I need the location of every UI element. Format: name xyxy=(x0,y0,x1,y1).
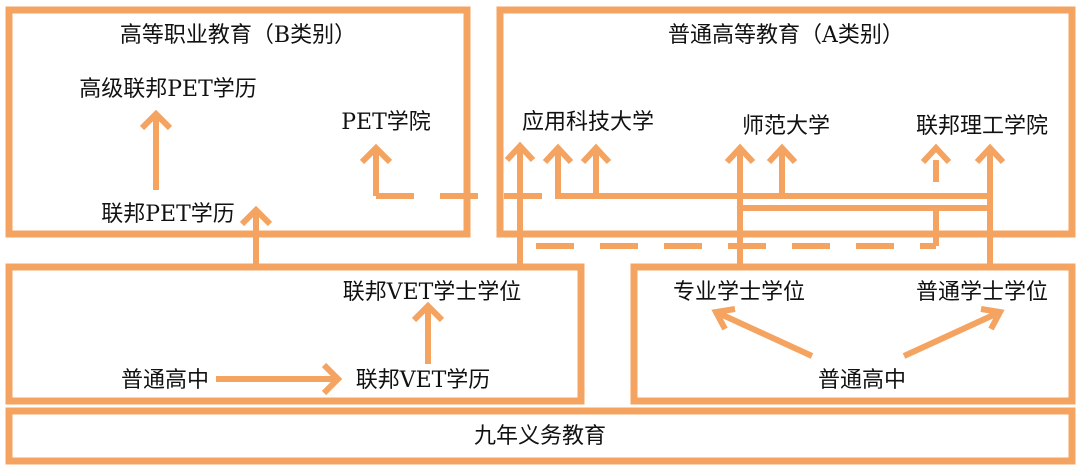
label-federal-vet-bachelor: 联邦VET学士学位 xyxy=(343,280,522,305)
label-federal-polytechnic: 联邦理工学院 xyxy=(916,114,1048,139)
route-general-bachelor-to-applied-tech xyxy=(542,143,990,199)
box-compulsory xyxy=(5,407,1076,465)
arrow-pet-diploma-to-advanced xyxy=(139,109,173,190)
route-general-bachelor-to-normal-university xyxy=(742,143,990,211)
label-high-school-right: 普通高中 xyxy=(818,368,906,393)
arrow-high-school-to-vet-diploma xyxy=(216,362,343,396)
box-vocational-upper-secondary xyxy=(5,263,585,405)
arrow-vet-diploma-to-vet-bachelor xyxy=(411,301,445,364)
arrow-vet-bachelor-to-applied-tech xyxy=(504,141,536,267)
arrow-vet-bachelor-to-pet-diploma xyxy=(239,205,273,267)
title-compulsory: 九年义务教育 xyxy=(474,424,606,449)
arrow-high-school-to-general-bachelor xyxy=(902,306,1005,359)
title-higher-vocational: 高等职业教育（B类别） xyxy=(120,23,356,48)
box-general-higher xyxy=(496,6,1076,238)
label-normal-university: 师范大学 xyxy=(742,114,830,139)
label-federal-pet-diploma: 联邦PET学历 xyxy=(101,202,235,227)
label-advanced-pet-diploma: 高级联邦PET学历 xyxy=(79,77,257,102)
label-general-bachelor: 普通学士学位 xyxy=(916,280,1048,305)
label-high-school-left: 普通高中 xyxy=(121,368,209,393)
dashed-route-to-polytechnic xyxy=(536,143,952,249)
label-applied-tech-university: 应用科技大学 xyxy=(522,110,654,135)
label-pet-college: PET学院 xyxy=(341,110,431,135)
box-general-upper-secondary xyxy=(630,263,1076,405)
label-professional-bachelor: 专业学士学位 xyxy=(673,280,805,305)
box-higher-vocational xyxy=(5,6,471,238)
arrow-high-school-to-professional-bachelor xyxy=(711,306,814,359)
dashed-route-pet-college xyxy=(359,143,612,199)
label-federal-vet-diploma: 联邦VET学历 xyxy=(356,368,491,393)
title-general-higher: 普通高等教育（A类别） xyxy=(668,23,904,48)
